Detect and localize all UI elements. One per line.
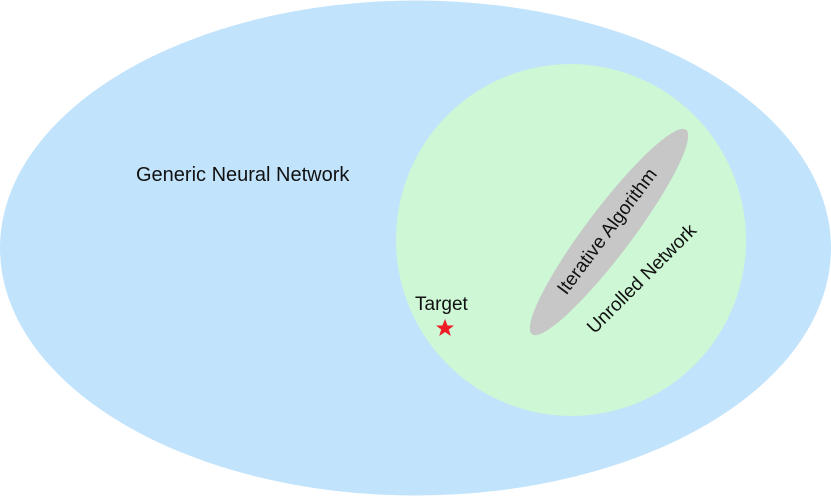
target-star-icon <box>436 319 454 336</box>
target-label: Target <box>415 294 469 315</box>
iterative-algorithm-region <box>529 128 689 336</box>
generic-neural-network-label: Generic Neural Network <box>136 164 350 186</box>
